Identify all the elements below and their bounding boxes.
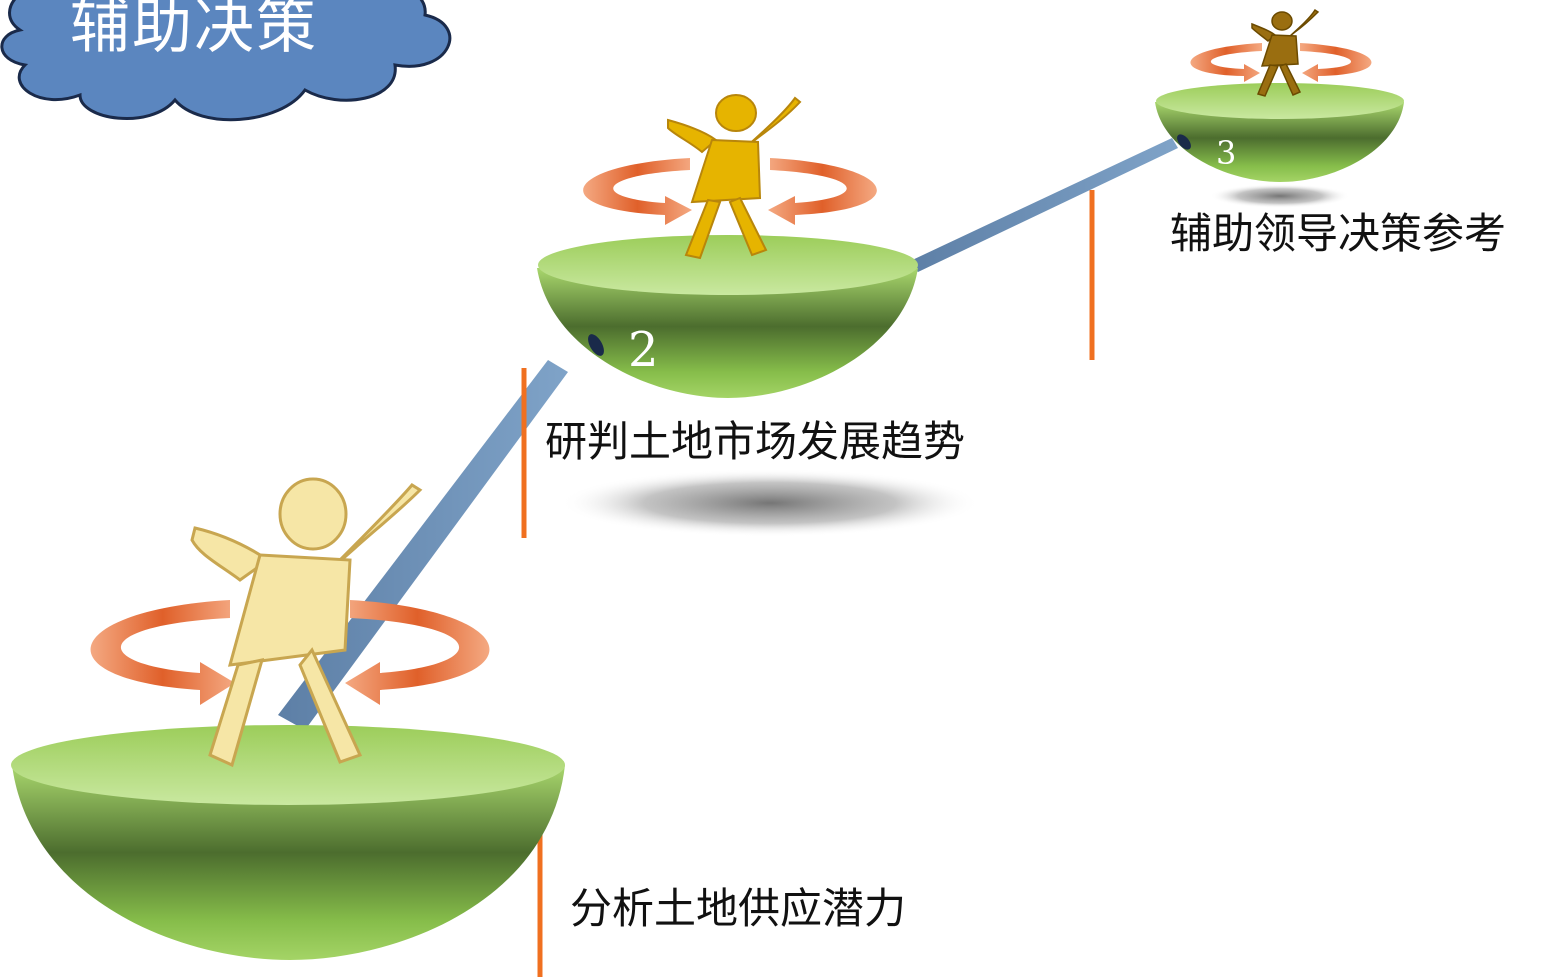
cloud-title: 辅助决策 (70, 0, 318, 62)
connector-bar-1-2 (278, 360, 568, 730)
rotate-arrows-icon-1 (90, 600, 490, 705)
person-cheering-icon-3 (1251, 8, 1320, 97)
step-platform-3 (1155, 83, 1404, 182)
step-label-2: 研判土地市场发展趋势 (545, 417, 966, 466)
step-label-3: 辅助领导决策参考 (1170, 209, 1507, 258)
rotate-arrows-icon-3 (1190, 43, 1372, 82)
step-number-2: 2 (628, 322, 659, 378)
person-cheering-icon-1 (190, 477, 423, 768)
rotate-arrows-icon-2 (583, 158, 877, 225)
cloud-shape (0, 0, 452, 122)
step-number-3: 3 (1216, 134, 1237, 172)
person-cheering-icon-2 (667, 94, 802, 260)
step-platform-1 (11, 725, 565, 960)
step-platform-2 (537, 235, 918, 398)
step-label-1: 分析土地供应潜力 (570, 884, 907, 933)
connector-bar-2-3 (908, 138, 1178, 272)
platform-shadow-2 (560, 469, 980, 537)
platform-shadow-3 (1210, 184, 1350, 208)
